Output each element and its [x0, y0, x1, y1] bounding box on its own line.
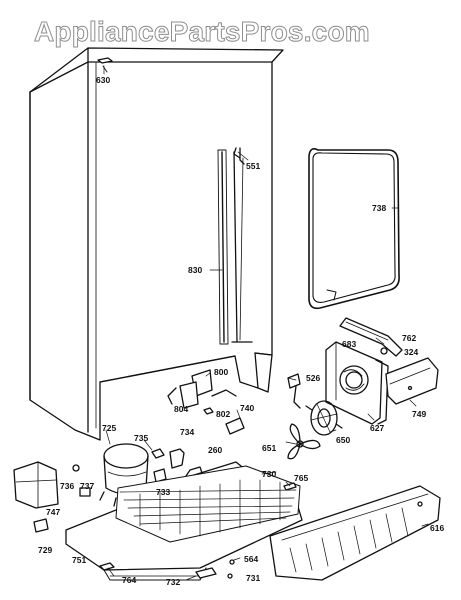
- callout-651: 651: [262, 443, 277, 453]
- callout-729: 729: [38, 545, 53, 555]
- callout-738: 738: [372, 203, 387, 213]
- callout-616: 616: [430, 523, 445, 533]
- callout-747: 747: [46, 507, 61, 517]
- callout-800: 800: [214, 367, 229, 377]
- callout-765: 765: [294, 473, 309, 483]
- callout-735: 735: [134, 433, 149, 443]
- controls: [167, 369, 301, 435]
- watermark: AppliancePartsPros.com: [34, 16, 371, 48]
- callout-683: 683: [342, 339, 357, 349]
- callout-740: 740: [240, 403, 255, 413]
- callout-551: 551: [246, 161, 261, 171]
- fan-bracket: [339, 317, 403, 357]
- callout-630: 630: [96, 75, 111, 85]
- callout-764: 764: [122, 575, 137, 585]
- callout-804: 804: [174, 404, 189, 414]
- callout-737: 737: [80, 481, 95, 491]
- fan-motor: [305, 400, 343, 436]
- cover-plate: [385, 357, 439, 405]
- callout-725: 725: [102, 423, 117, 433]
- callout-627: 627: [370, 423, 385, 433]
- cabinet: [29, 47, 284, 441]
- callout-260: 260: [208, 445, 223, 455]
- callout-650: 650: [336, 435, 351, 445]
- callout-830: 830: [188, 265, 203, 275]
- callout-324: 324: [404, 347, 419, 357]
- callout-732: 732: [166, 577, 181, 587]
- callout-736: 736: [60, 481, 75, 491]
- base-pan-and-condenser: [65, 465, 303, 581]
- rear-grille: [269, 485, 441, 581]
- callout-564: 564: [244, 554, 259, 564]
- divider-gasket: [217, 147, 253, 345]
- fan-shroud: [325, 341, 389, 425]
- fan-blade: [287, 423, 321, 460]
- callout-762: 762: [402, 333, 417, 343]
- bottom-parts: [99, 482, 297, 579]
- callout-730: 730: [262, 469, 277, 479]
- callout-749: 749: [412, 409, 427, 419]
- callout-733: 733: [156, 487, 171, 497]
- callout-734: 734: [180, 427, 195, 437]
- leader-lines: [103, 65, 429, 581]
- door-gasket: [308, 148, 400, 310]
- callout-731: 731: [246, 573, 261, 583]
- callout-751: 751: [72, 555, 87, 565]
- callout-802: 802: [216, 409, 231, 419]
- compressor: [99, 443, 153, 507]
- callout-526: 526: [306, 373, 321, 383]
- small-parts: [13, 448, 185, 533]
